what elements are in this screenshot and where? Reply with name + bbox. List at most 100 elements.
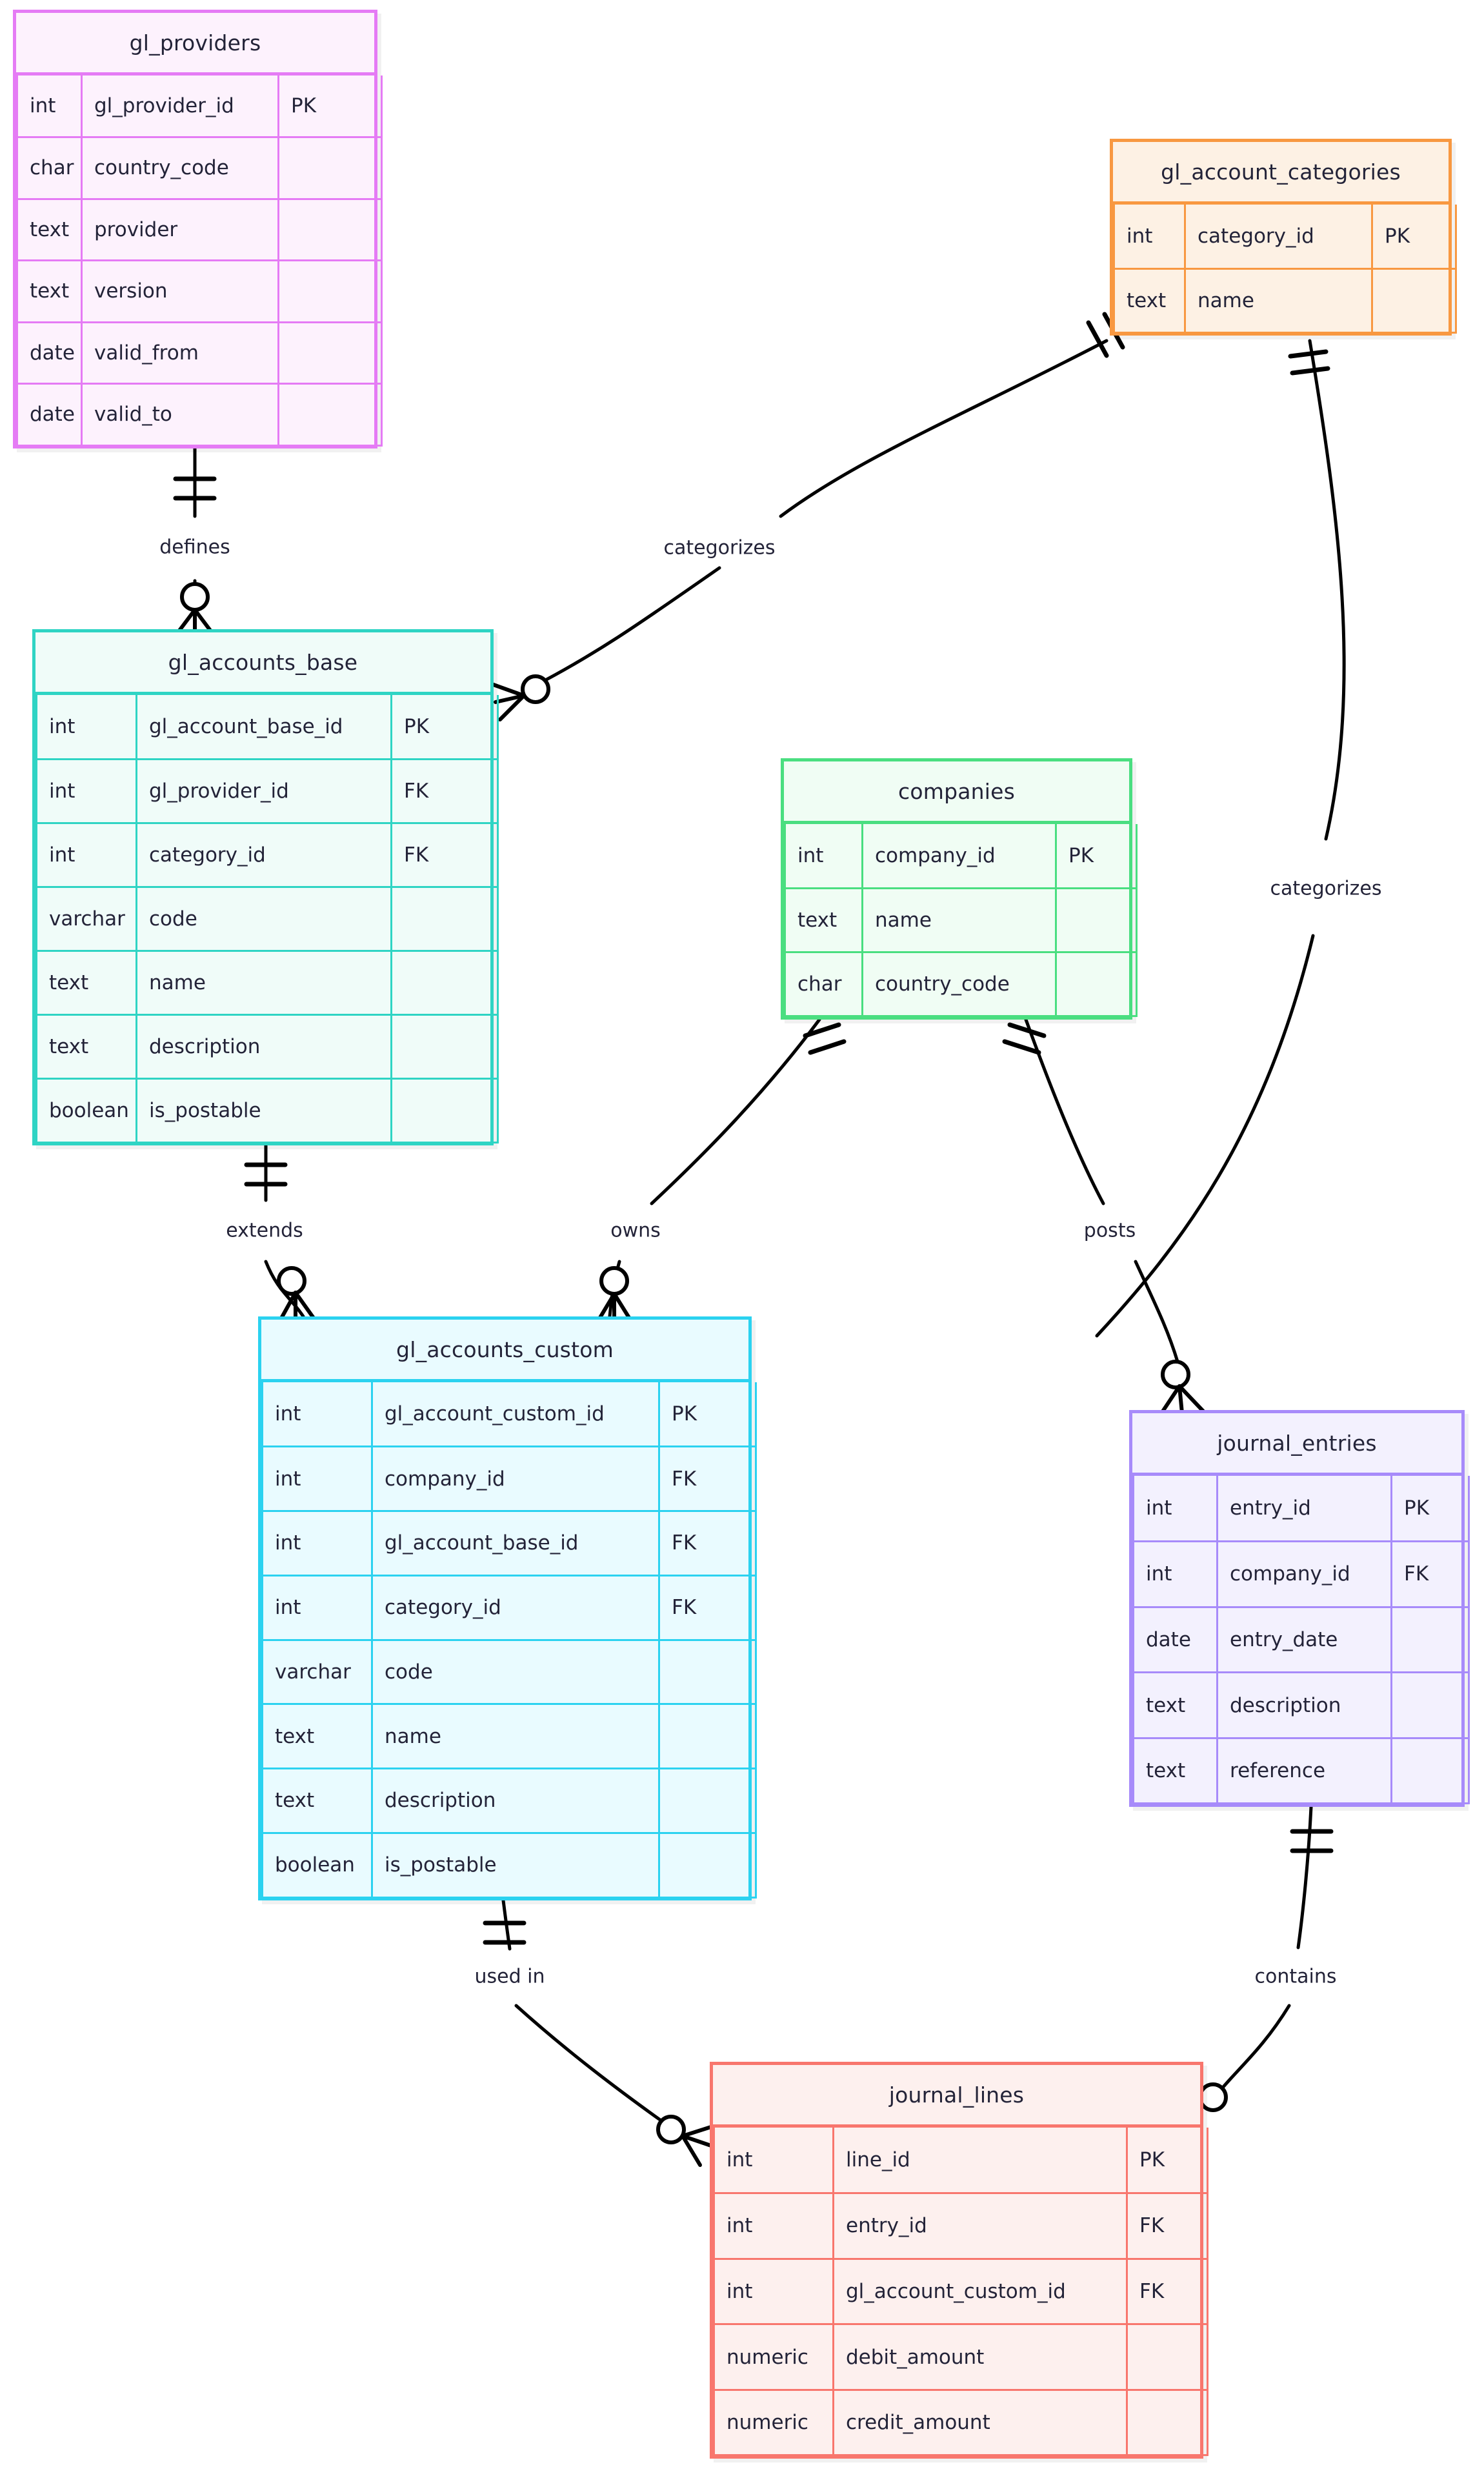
attribute-key-cell [277,136,383,200]
attribute-attribute-cell: country_code [81,136,279,200]
attribute-key-cell [658,1831,757,1899]
attribute-attribute-cell: valid_to [81,383,279,447]
attribute-key-cell [390,949,499,1016]
attribute-type-cell: varchar [35,885,137,952]
attribute-attribute-cell: category_id [1184,205,1373,270]
attribute-key-cell [658,1768,757,1834]
attribute-key-cell: PK [658,1382,757,1448]
attribute-attribute-cell: company_id [1216,1540,1392,1608]
relationship-label-categorizes: categorizes [659,536,779,559]
attribute-key-cell: FK [1126,2257,1208,2326]
attribute-key-cell: FK [390,821,499,888]
relationship-label-contains: contains [1250,1965,1341,1988]
attribute-attribute-cell: entry_id [1216,1476,1392,1543]
edge-posts [1002,1018,1206,1415]
relationship-label-defines: defines [155,536,234,559]
attribute-type-cell: int [1132,1540,1218,1608]
attribute-type-cell: int [261,1382,373,1448]
attribute-type-cell: int [713,2192,834,2260]
attribute-key-cell [277,259,383,323]
attribute-attribute-cell: gl_account_base_id [371,1510,660,1576]
attribute-key-cell: FK [658,1446,757,1512]
attribute-key-cell: PK [1055,824,1138,889]
attribute-attribute-cell: gl_provider_id [81,76,279,138]
attribute-type-cell: int [16,76,83,138]
attribute-attribute-cell: reference [1216,1737,1392,1805]
attribute-attribute-cell: name [135,949,392,1016]
attribute-type-cell: int [35,695,137,760]
attribute-key-cell: PK [1126,2128,1208,2195]
attribute-type-cell: text [784,887,863,954]
attribute-attribute-cell: category_id [371,1574,660,1641]
entity-title: journal_entries [1132,1413,1461,1476]
attribute-attribute-cell: country_code [861,951,1057,1018]
attribute-attribute-cell: company_id [371,1446,660,1512]
attribute-type-cell: boolean [35,1077,137,1143]
attribute-type-cell: text [16,197,83,261]
attribute-attribute-cell: is_postable [135,1077,392,1143]
attribute-attribute-cell: credit_amount [832,2388,1128,2457]
attribute-key-cell: PK [277,76,383,138]
attribute-key-cell: FK [1126,2192,1208,2260]
attribute-type-cell: int [261,1510,373,1576]
attribute-type-cell: text [35,1013,137,1080]
edge-owns [595,1018,847,1325]
attribute-key-cell [1055,887,1138,954]
attribute-type-cell: text [261,1768,373,1834]
attribute-type-cell: date [16,321,83,385]
attribute-attribute-cell: entry_date [1216,1606,1392,1674]
attribute-type-cell: text [1113,267,1186,334]
attribute-key-cell [277,321,383,385]
attribute-type-cell: date [16,383,83,447]
attribute-key-cell: PK [1390,1476,1470,1543]
attribute-type-cell: char [784,951,863,1018]
attribute-attribute-cell: entry_id [832,2192,1128,2260]
attribute-key-cell [1126,2323,1208,2391]
attribute-attribute-cell: name [1184,267,1373,334]
attribute-key-cell: PK [390,695,499,760]
attribute-key-cell: FK [1390,1540,1470,1608]
attribute-type-cell: int [713,2128,834,2195]
attribute-attribute-cell: description [371,1768,660,1834]
attribute-type-cell: int [713,2257,834,2326]
attribute-type-cell: int [1132,1476,1218,1543]
attribute-key-cell: PK [1371,205,1457,270]
attribute-attribute-cell: gl_account_custom_id [832,2257,1128,2326]
attribute-type-cell: int [1113,205,1186,270]
attribute-type-cell: int [784,824,863,889]
attribute-attribute-cell: is_postable [371,1831,660,1899]
attribute-key-cell: FK [658,1574,757,1641]
attribute-key-cell [277,383,383,447]
